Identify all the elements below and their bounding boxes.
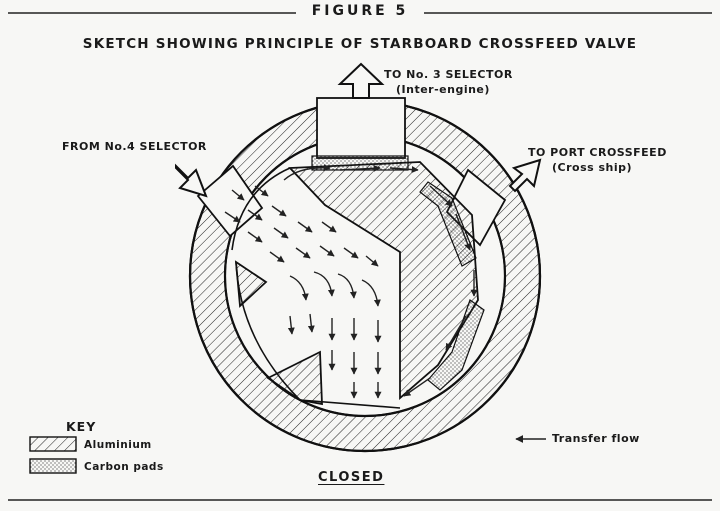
- rotor-block-lower: [266, 350, 323, 406]
- key-label-carbon: Carbon pads: [84, 461, 164, 473]
- diagram-subtitle: SKETCH SHOWING PRINCIPLE OF STARBOARD CR…: [82, 36, 638, 52]
- rotor-tooth-left: [234, 260, 268, 308]
- port-opening-top: [316, 97, 406, 159]
- figure-title: FIGURE 5: [0, 3, 720, 19]
- transfer-flow-label: Transfer flow: [552, 432, 640, 445]
- carbon-pad-right-lower: [427, 299, 485, 391]
- valve-state-label: CLOSED: [318, 470, 385, 485]
- port-label-right-line1: TO PORT CROSSFEED: [528, 146, 667, 159]
- key-title: KEY: [66, 419, 97, 434]
- carbon-pad-top: [311, 155, 409, 171]
- key-swatch-aluminium: [29, 436, 77, 452]
- key-swatch-carbon: [29, 458, 77, 474]
- inlet-arrow-left: [175, 163, 208, 198]
- port-label-right-line2: (Cross ship): [552, 161, 633, 174]
- port-opening-left: [196, 164, 264, 238]
- outlet-arrow-right: [508, 158, 542, 193]
- outlet-arrow-top: [337, 62, 385, 99]
- rotor: [287, 161, 479, 400]
- key-label-aluminium: Aluminium: [84, 439, 152, 451]
- port-label-top-line1: TO No. 3 SELECTOR: [384, 68, 513, 81]
- transfer-flow-arrows: [224, 164, 478, 399]
- flow-chamber-outline: [231, 167, 401, 409]
- port-label-top-line2: (Inter-engine): [396, 83, 490, 96]
- carbon-pad-right-upper: [419, 181, 477, 267]
- port-label-left: FROM No.4 SELECTOR: [62, 140, 207, 153]
